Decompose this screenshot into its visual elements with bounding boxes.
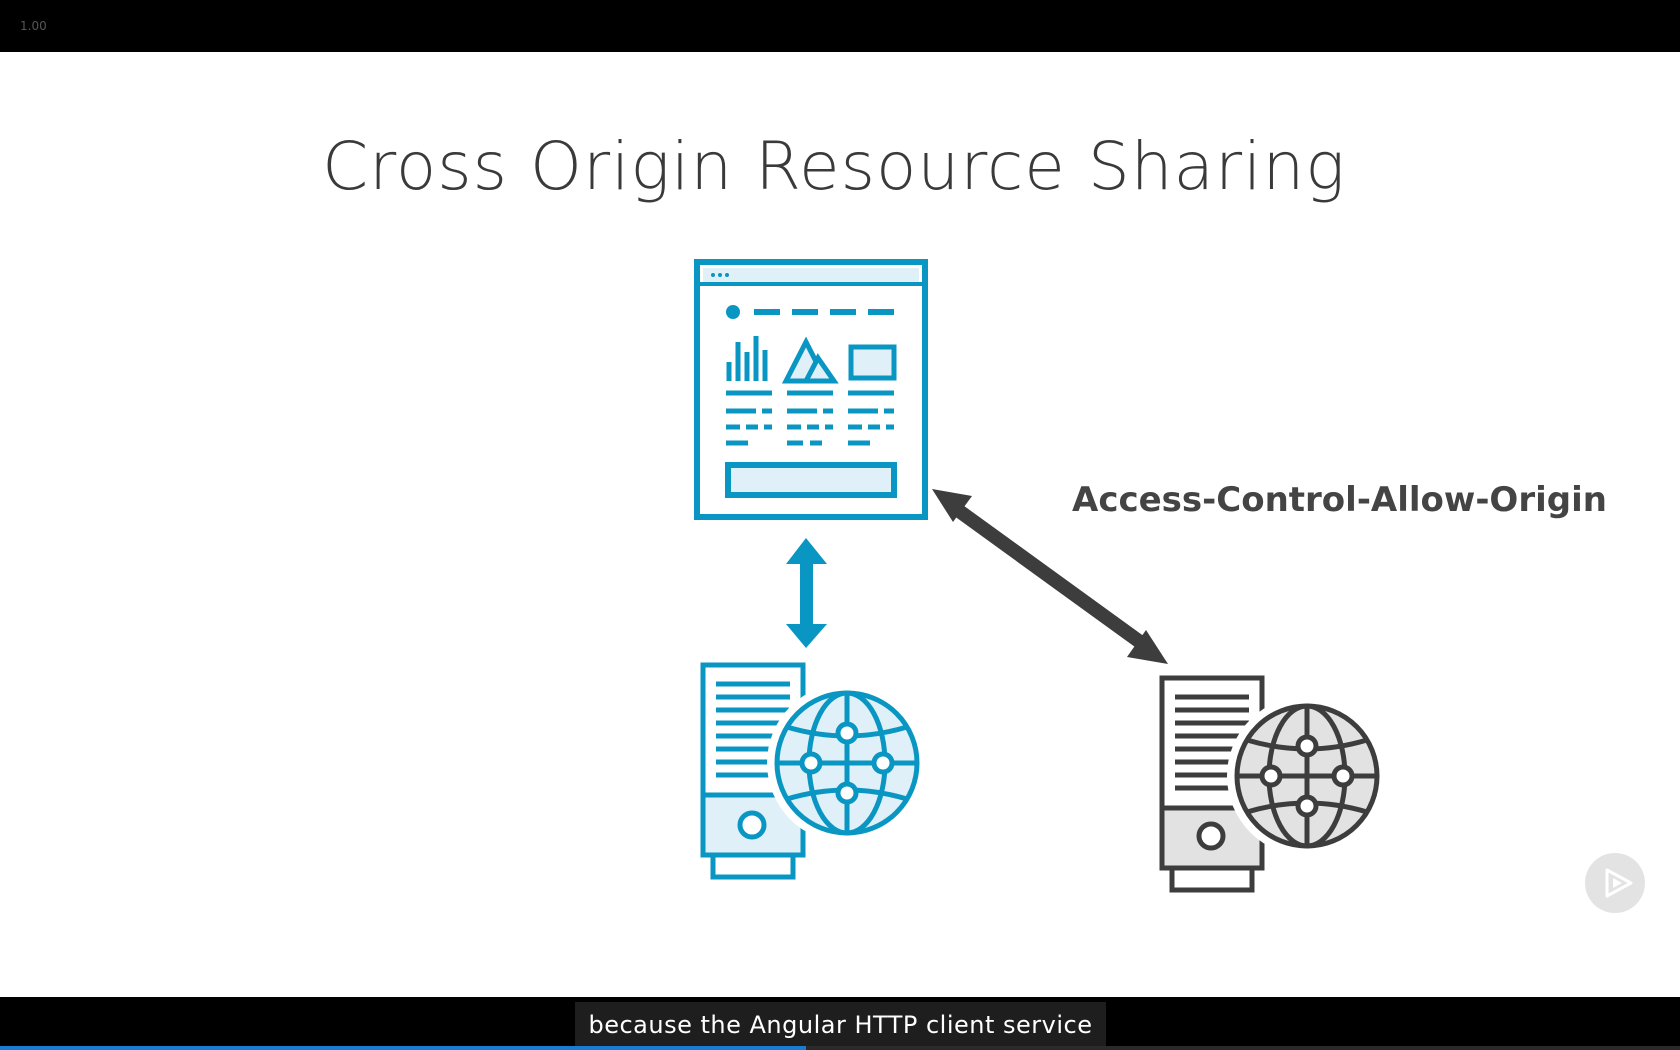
cors-header-label: Access-Control-Allow-Origin <box>1072 480 1607 520</box>
server-globe-icon <box>1159 675 1387 893</box>
play-icon <box>1605 868 1633 898</box>
diagonal-double-arrow-icon <box>932 489 1168 664</box>
subtitle-caption: because the Angular HTTP client service <box>575 1002 1106 1048</box>
progress-bar[interactable] <box>0 1046 1680 1050</box>
double-arrow-icon <box>786 538 827 648</box>
slide-title: Cross Origin Resource Sharing <box>322 128 1346 205</box>
playback-speed[interactable]: 1.00 <box>20 19 47 33</box>
browser-window-icon <box>694 259 928 520</box>
progress-bar-fill <box>0 1046 807 1050</box>
server-globe-icon <box>700 662 927 880</box>
pluralsight-play-button[interactable] <box>1585 853 1645 913</box>
player-top-bar: 1.00 <box>0 0 1680 52</box>
